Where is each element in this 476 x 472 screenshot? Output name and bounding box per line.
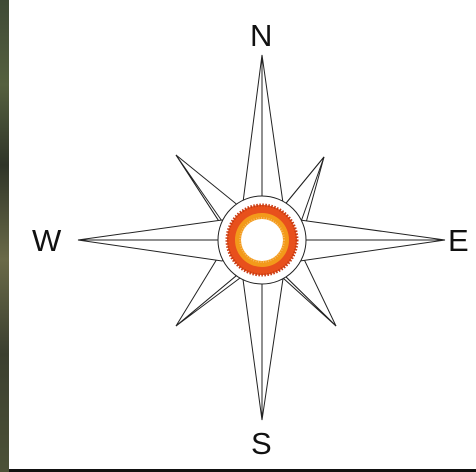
sun-core-center (241, 219, 283, 261)
sun-core (227, 205, 297, 275)
label-south: S (251, 428, 272, 459)
label-east: E (448, 225, 469, 256)
label-north: N (250, 20, 272, 51)
label-west: W (32, 225, 61, 256)
